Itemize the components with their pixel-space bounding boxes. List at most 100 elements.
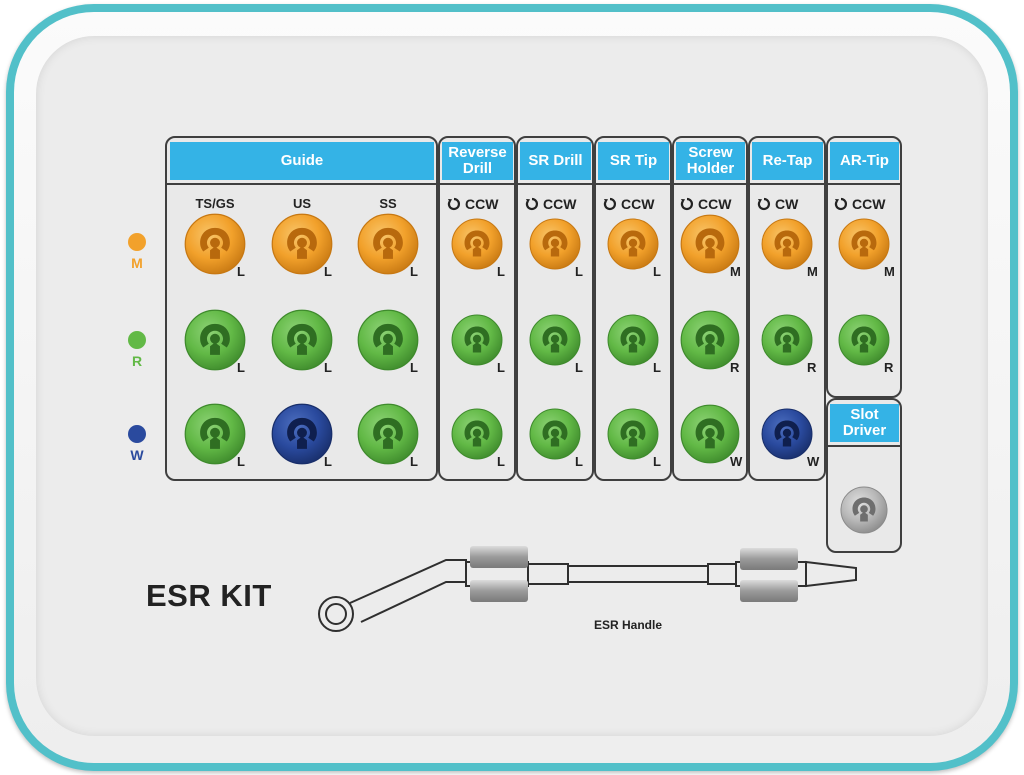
green-instrument-slot (184, 309, 246, 371)
direction-label: CCW (465, 196, 499, 212)
green-instrument-slot (680, 310, 740, 370)
header-divider (826, 445, 902, 447)
header-line: Drill (462, 160, 493, 177)
legend-label-w: W (130, 447, 144, 463)
size-tag: R (730, 360, 740, 375)
green-instrument-slot (680, 404, 740, 464)
size-tag: L (324, 454, 332, 469)
green-instrument-slot (529, 408, 581, 460)
rotation-direction: CCW (447, 196, 498, 212)
header-label: Re-Tap (762, 152, 813, 169)
compartment-2 (516, 136, 594, 481)
rotation-direction: CCW (680, 196, 731, 212)
size-tag: M (807, 264, 818, 279)
orange-instrument-slot (680, 214, 740, 274)
size-tag: L (410, 264, 418, 279)
legend-dot-r (128, 331, 146, 349)
green-instrument-slot (451, 314, 503, 366)
header-line: Reverse (448, 144, 507, 161)
header-line: Slot (850, 406, 879, 423)
size-tag: R (884, 360, 894, 375)
compartment-header: Re-Tap (752, 142, 823, 180)
rotation-icon (834, 197, 847, 211)
legend-label-m: M (131, 255, 143, 271)
orange-instrument-slot (451, 218, 503, 270)
header-label: AR-Tip (840, 152, 889, 169)
blue-instrument-slot (761, 408, 813, 460)
size-tag: L (575, 360, 583, 375)
direction-label: CCW (621, 196, 655, 212)
size-tag: R (807, 360, 817, 375)
handle-label: ESR Handle (594, 618, 663, 632)
header-line: Holder (686, 160, 735, 177)
legend-dot-w (128, 425, 146, 443)
size-tag: L (497, 264, 505, 279)
rotation-direction: CW (757, 196, 798, 212)
size-tag: L (324, 264, 332, 279)
green-instrument-slot (184, 403, 246, 465)
size-tag: L (237, 360, 245, 375)
header-divider (672, 183, 748, 185)
size-tag: L (653, 360, 661, 375)
orange-instrument-slot (838, 218, 890, 270)
size-tag: L (653, 454, 661, 469)
green-instrument-slot (607, 314, 659, 366)
guide-sub-label: TS/GS (195, 196, 235, 211)
header-label: SR Tip (609, 152, 658, 169)
orange-instrument-slot (184, 213, 246, 275)
size-tag: W (730, 454, 743, 469)
size-tag: L (497, 360, 505, 375)
compartment-header: SR Tip (598, 142, 669, 180)
header-line: Screw (688, 144, 733, 161)
size-tag: L (237, 264, 245, 279)
size-tag: M (730, 264, 741, 279)
compartment-header: SR Drill (520, 142, 591, 180)
green-instrument-slot (838, 314, 890, 366)
guide-sub-label: US (292, 196, 312, 211)
green-instrument-slot (761, 314, 813, 366)
rotation-icon (680, 197, 693, 211)
green-instrument-slot (607, 408, 659, 460)
direction-label: CCW (698, 196, 732, 212)
header-divider (594, 183, 672, 185)
header-line: Driver (842, 422, 887, 439)
rotation-direction: CCW (603, 196, 654, 212)
header-divider (165, 183, 438, 185)
legend-dot-m (128, 233, 146, 251)
orange-instrument-slot (761, 218, 813, 270)
rotation-icon (447, 197, 460, 211)
green-instrument-slot (357, 309, 419, 371)
green-instrument-slot (271, 309, 333, 371)
direction-label: CW (775, 196, 799, 212)
header-divider (826, 183, 902, 185)
size-tag: L (324, 360, 332, 375)
size-tag: M (884, 264, 895, 279)
kit-title: ESR KIT (146, 578, 272, 613)
size-tag: L (497, 454, 505, 469)
header-divider (438, 183, 516, 185)
rotation-direction: CCW (525, 196, 576, 212)
orange-instrument-slot (529, 218, 581, 270)
header-divider (748, 183, 826, 185)
size-tag: L (575, 264, 583, 279)
esr-handle-icon (318, 546, 857, 632)
orange-instrument-slot (357, 213, 419, 275)
direction-label: CCW (852, 196, 886, 212)
rotation-icon (603, 197, 616, 211)
direction-label: CCW (543, 196, 577, 212)
green-instrument-slot (529, 314, 581, 366)
orange-instrument-slot (271, 213, 333, 275)
blue-instrument-slot (271, 403, 333, 465)
rotation-icon (525, 197, 538, 211)
rotation-icon (757, 197, 770, 211)
green-instrument-slot (357, 403, 419, 465)
header-label: Guide (280, 152, 324, 169)
orange-instrument-slot (607, 218, 659, 270)
header-divider (516, 183, 594, 185)
legend-label-r: R (131, 353, 143, 369)
size-tag: L (575, 454, 583, 469)
size-tag: L (410, 454, 418, 469)
